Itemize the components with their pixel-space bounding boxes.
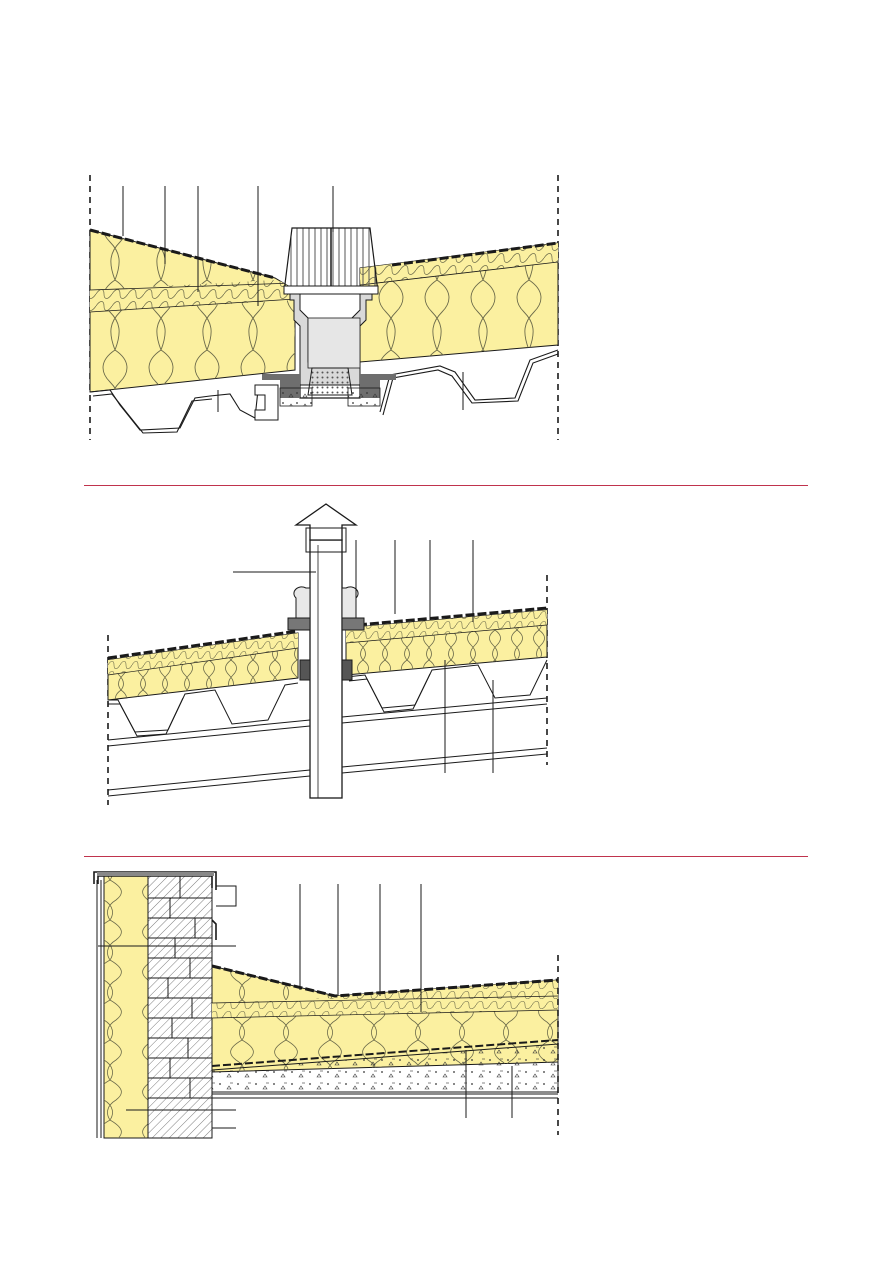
wall-insulation — [96, 875, 149, 1139]
pipe-flashing — [287, 586, 365, 681]
roof-drain-outlet — [254, 291, 396, 421]
leaf-guard — [283, 227, 379, 295]
leader-lines-detail-1 — [122, 186, 464, 412]
concrete-slab — [211, 1043, 559, 1099]
steel-deck-left — [89, 389, 259, 434]
masonry-wall — [147, 875, 213, 1139]
insulation-right — [359, 241, 559, 363]
insulation-right-2 — [345, 606, 548, 676]
leader-lines-detail-2 — [233, 540, 494, 773]
steel-deck-2 — [108, 659, 548, 737]
roof-drain-detail — [89, 175, 559, 440]
pipe-penetration-detail — [107, 503, 548, 805]
leader-lines-detail-3 — [98, 884, 513, 1129]
section-divider-1 — [84, 485, 808, 486]
section-divider-2 — [84, 856, 808, 857]
vent-pipe — [293, 503, 359, 799]
parapet-coping — [93, 871, 217, 940]
steel-deck-right — [379, 349, 559, 416]
